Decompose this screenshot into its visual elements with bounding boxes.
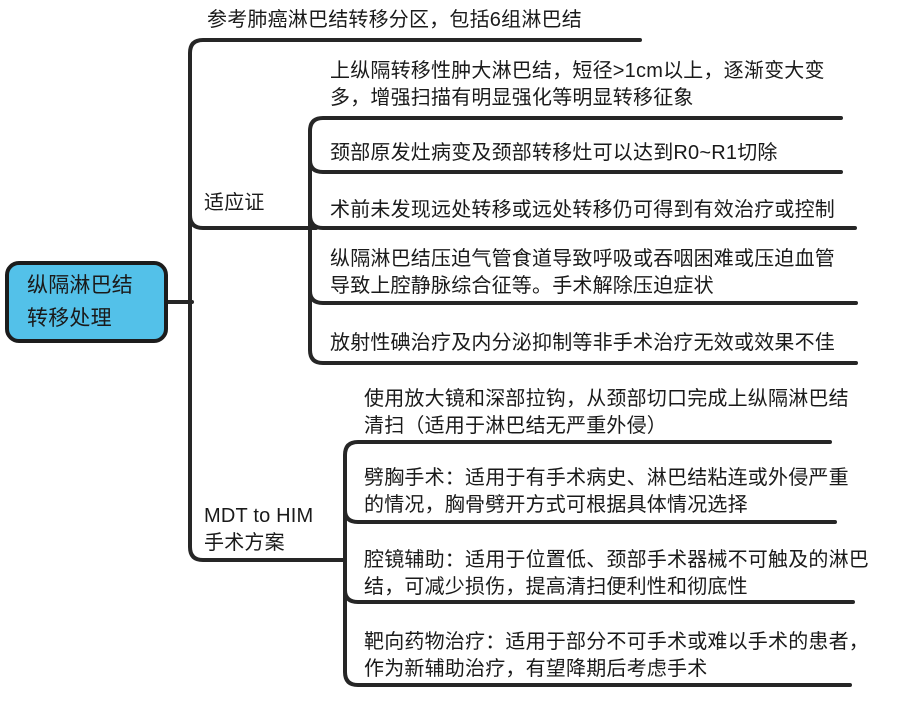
indications-child-enlarged-nodes[interactable]: 上纵隔转移性肿大淋巴结，短径>1cm以上，逐渐变大变 多，增强扫描有明显强化等明…: [330, 60, 825, 109]
indications-child-nonsurgical-ineffective[interactable]: 放射性碘治疗及内分泌抑制等非手术治疗无效或效果不佳: [330, 332, 835, 354]
branch-mdt-node[interactable]: MDT to HIM 手术方案: [204, 505, 314, 554]
mdt-child-sternotomy[interactable]: 劈胸手术：适用于有手术病史、淋巴结粘连或外侵严重 的情况，胸骨劈开方式可根据具体…: [364, 467, 849, 516]
indications-child-compression-symptoms[interactable]: 纵隔淋巴结压迫气管食道导致呼吸或吞咽困难或压迫血管 导致上腔静脉综合征等。手术解…: [330, 248, 835, 297]
indications-child4-underline: [308, 289, 858, 305]
mdt-child2-underline: [343, 508, 837, 524]
indications-child2-underline: [308, 158, 843, 174]
branch-reference-node[interactable]: 参考肺癌淋巴结转移分区，包括6组淋巴结: [207, 9, 582, 31]
mdt-child3-underline: [343, 588, 855, 604]
indications-child-no-distant-metastasis[interactable]: 术前未发现远处转移或远处转移仍可得到有效治疗或控制: [330, 199, 835, 221]
mdt-children-bracket: [343, 440, 852, 687]
indications-children-bracket: [308, 116, 858, 365]
indications-child-r0r1-resection[interactable]: 颈部原发灶病变及颈部转移灶可以达到R0~R1切除: [330, 142, 778, 164]
indications-child3-underline: [308, 213, 857, 230]
indications-underline: [188, 213, 318, 230]
root-node-label: 纵隔淋巴结 转移处理: [27, 274, 133, 330]
mdt-child-endoscopic-assist[interactable]: 腔镜辅助：适用于位置低、颈部手术器械不可触及的淋巴 结，可减少损伤，提高清扫便利…: [364, 549, 869, 598]
mdt-child-targeted-therapy[interactable]: 靶向药物治疗：适用于部分不可手术或难以手术的患者， 作为新辅助治疗，有望降期后考…: [364, 631, 869, 680]
root-node[interactable]: 纵隔淋巴结 转移处理: [5, 261, 168, 343]
mdt-child-cervical-incision[interactable]: 使用放大镜和深部拉钩，从颈部切口完成上纵隔淋巴结 清扫（适用于淋巴结无严重外侵）: [364, 388, 849, 437]
branch-indications-node[interactable]: 适应证: [204, 192, 265, 214]
